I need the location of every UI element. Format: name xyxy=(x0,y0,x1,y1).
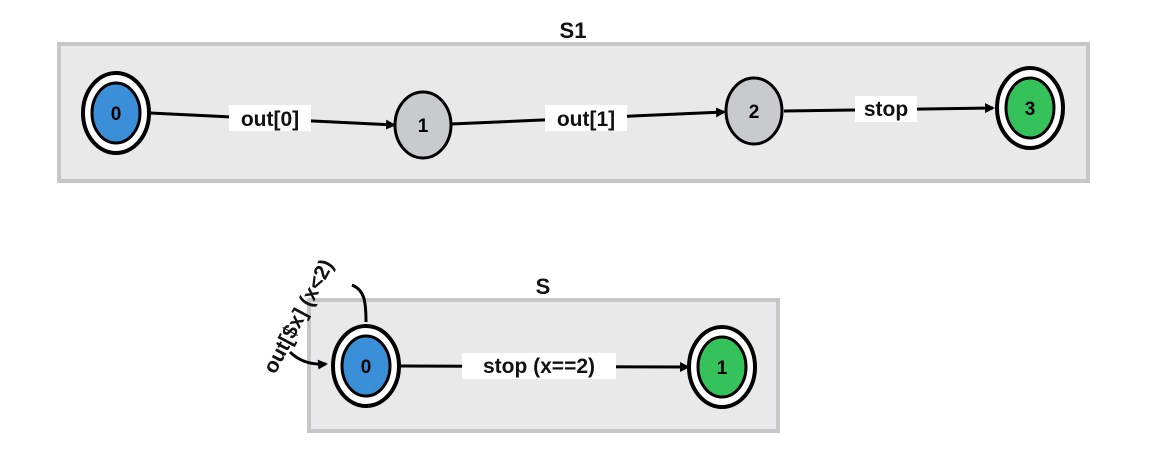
state-s-0-circle xyxy=(340,334,392,398)
state-s1-0[interactable]: 0 xyxy=(81,71,151,155)
state-s-1[interactable]: 1 xyxy=(687,325,757,409)
state-s1-3-circle xyxy=(1004,76,1056,140)
state-s1-1-circle xyxy=(393,90,453,160)
machine-s-title: S xyxy=(536,274,551,299)
transition-1-2-label-bg xyxy=(545,105,627,131)
machine-s1: S1 out[0] out[1] stop 0 1 xyxy=(57,18,1090,183)
machine-s: S out[$x] (x<2) stop (x==2) 0 1 xyxy=(259,256,780,433)
machine-s1-title: S1 xyxy=(560,18,587,43)
state-s1-3-label: 3 xyxy=(1025,99,1036,120)
state-s1-2-circle xyxy=(724,76,784,146)
transition-0-1: out[0] xyxy=(149,105,396,131)
state-s1-2-label: 2 xyxy=(749,102,760,123)
transition-1-2-label: out[1] xyxy=(557,108,615,131)
transition-s-0-1-label-bg xyxy=(462,353,616,379)
state-s-0[interactable]: 0 xyxy=(331,324,401,408)
state-s1-0-circle xyxy=(90,81,142,145)
transition-self-loop-0-arrow xyxy=(351,283,368,323)
state-s1-2[interactable]: 2 xyxy=(724,76,784,146)
transition-2-3: stop xyxy=(783,96,995,122)
transition-2-3-label-bg xyxy=(855,96,917,122)
state-s1-3[interactable]: 3 xyxy=(995,66,1065,150)
transition-self-loop-0-arrow-tail xyxy=(288,350,328,370)
transition-2-3-label: stop xyxy=(864,98,908,121)
state-s-0-label: 0 xyxy=(361,357,372,378)
state-s1-1-label: 1 xyxy=(418,116,429,137)
state-s-1-label: 1 xyxy=(717,358,728,379)
transition-0-1-label: out[0] xyxy=(241,108,299,131)
transition-s-0-1: stop (x==2) xyxy=(400,353,690,379)
state-s-1-circle xyxy=(696,335,748,399)
transition-1-2: out[1] xyxy=(450,105,726,131)
state-s1-0-label: 0 xyxy=(111,104,122,125)
transition-s-0-1-label: stop (x==2) xyxy=(483,355,595,378)
state-s1-1[interactable]: 1 xyxy=(393,90,453,160)
transition-0-1-label-bg xyxy=(229,105,311,131)
